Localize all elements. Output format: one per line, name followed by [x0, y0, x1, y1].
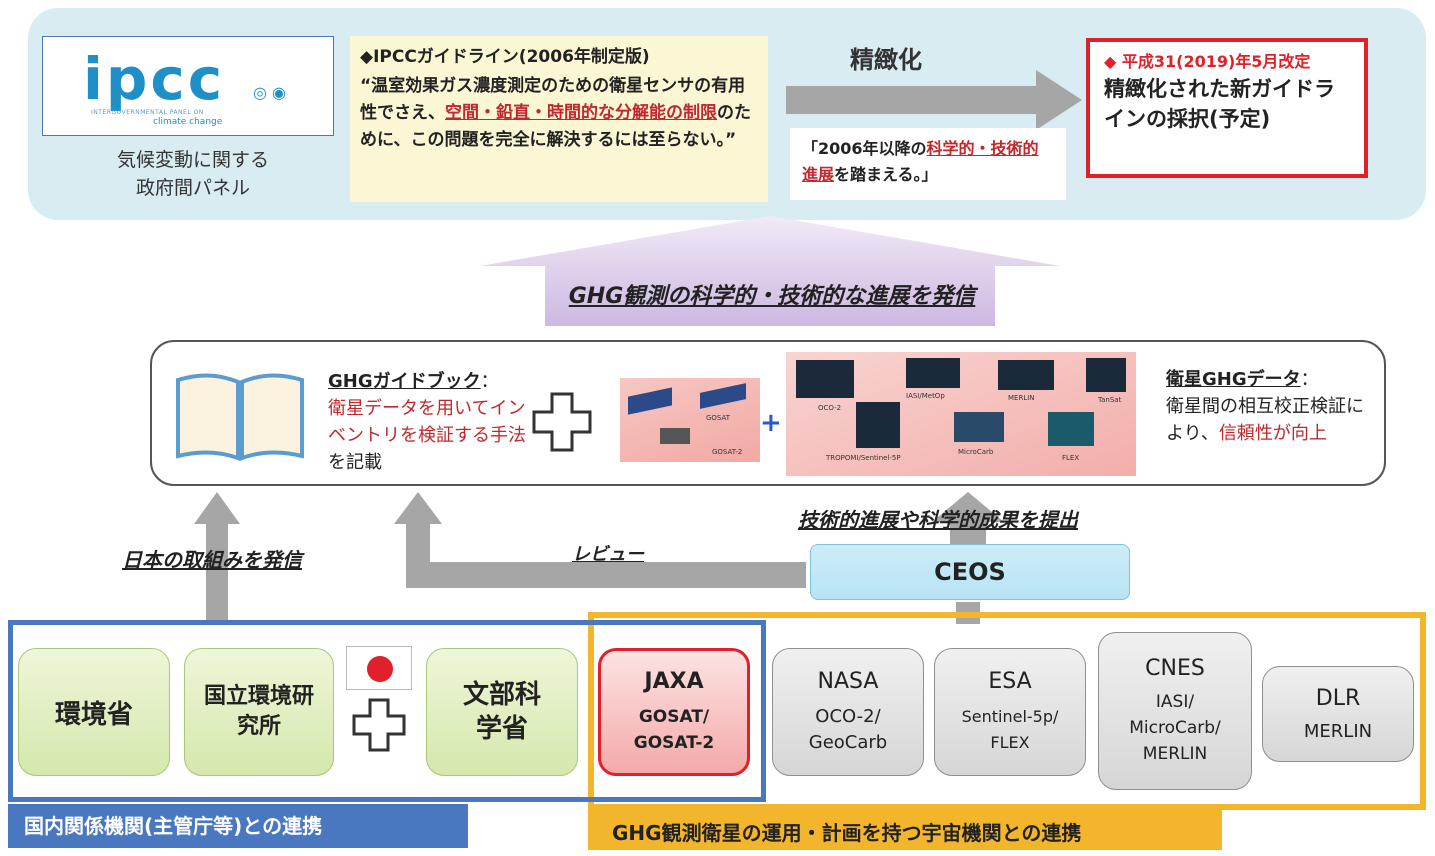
un-emblems-icon: ◎ ◉ [253, 83, 287, 102]
space-agency-group-label: GHG観測衛星の運用・計画を持つ宇宙機関との連携 [588, 810, 1222, 850]
esa-name: ESA [988, 668, 1032, 694]
guideline-body: “温室効果ガス濃度測定のための衛星センサの有用性でさえ、空間・鉛直・時間的な分解… [360, 73, 758, 154]
japan-label: 日本の取組みを発信 [122, 548, 302, 572]
sat-label: IASI/MetOp [906, 392, 945, 400]
satellite-thumb [954, 412, 1004, 442]
plus-icon [532, 392, 592, 452]
solar-panel-icon-2 [700, 383, 746, 409]
guideline-title: ◆IPCCガイドライン(2006年制定版) [360, 47, 650, 67]
nasa-box: NASA OCO-2/ GeoCarb [772, 648, 924, 776]
sat-label: OCO-2 [818, 404, 842, 412]
cnes-name: CNES [1145, 655, 1205, 681]
esa-box: ESA Sentinel-5p/ FLEX [934, 648, 1086, 776]
plus-icon [352, 698, 406, 752]
satellite-thumb [1086, 358, 1126, 392]
satellite-thumb [998, 360, 1054, 390]
gosat-label: GOSAT [706, 414, 731, 422]
japan-flag-icon [346, 646, 412, 690]
mext-box: 文部科学省 [426, 648, 578, 776]
ipcc-logo: ipcc ◎ ◉ INTERGOVERNMENTAL PANEL ON clim… [42, 36, 334, 136]
solar-panel-icon [628, 387, 672, 415]
science-prefix: 「2006年以降の [802, 139, 927, 158]
satdata-title: 衛星GHGデータ [1166, 369, 1301, 390]
satdata-text: 衛星間の相互校正検証により、 [1166, 396, 1364, 444]
guidebook-suffix: を記載 [328, 452, 382, 473]
satellite-thumb [906, 358, 960, 388]
jaxa-mission: GOSAT/ GOSAT-2 [633, 706, 715, 753]
satellite-data-description: 衛星GHGデータ： 衛星間の相互校正検証により、信頼性が向上 [1166, 366, 1376, 447]
science-highlight: 科学的・技術的進展 [802, 139, 1039, 184]
science-suffix: を踏まえる。」 [834, 165, 938, 184]
satellite-thumb [1048, 412, 1094, 446]
japan-up-arrow [194, 492, 240, 620]
guidebook-title: GHGガイドブック [328, 371, 481, 392]
guidebook-method: 衛星データを用いてインベントリを検証する手法 [328, 398, 526, 446]
satellite-thumb [856, 402, 900, 448]
guideline-highlight: 空間・鉛直・時間的な分解能の制限 [445, 103, 717, 123]
jaxa-name: JAXA [644, 668, 704, 694]
scientific-progress-note: 「2006年以降の科学的・技術的進展を踏まえる。」 [790, 128, 1066, 200]
sat-label: FLEX [1062, 454, 1080, 462]
satdata-reliability: 信頼性が向上 [1218, 423, 1327, 444]
connector-arrows [194, 492, 1004, 624]
ipcc-caption: 気候変動に関する 政府間パネル [58, 146, 328, 202]
space-agency-group-frame [588, 612, 1426, 810]
review-arrow [394, 492, 806, 588]
ipcc-logo-text: ipcc [83, 45, 226, 113]
refinement-arrow [786, 70, 1082, 130]
dlr-mission: MERLIN [1303, 721, 1373, 742]
guidebook-colon: ： [480, 371, 499, 392]
domestic-group-label: 国内関係機関(主管庁等)との連携 [8, 804, 468, 848]
cnes-mission: IASI/ MicroCarb/ MERLIN [1129, 691, 1221, 764]
satdata-colon: ： [1300, 369, 1319, 390]
guideline-text-1: “温室効果ガス濃度測定のための衛星センサの有用性でさえ、 [360, 76, 746, 123]
revised-body: 精緻化された新ガイドラインの採択(予定) [1104, 77, 1335, 131]
ceos-submit-label: 技術的進展や科学的成果を提出 [798, 508, 1078, 532]
ipcc-caption-line-1: 気候変動に関する [116, 149, 269, 171]
guideline-text-2: のために、この問題を完全に解決するには至らない。” [360, 103, 751, 150]
ceos-box: CEOS [810, 544, 1130, 600]
gosat2-label: GOSAT-2 [712, 448, 743, 456]
moe-box: 環境省 [18, 648, 170, 776]
guidebook-panel [150, 340, 1386, 486]
satellite-thumb [796, 360, 854, 398]
dlr-name: DLR [1315, 686, 1361, 711]
guideline-2006-box: ◆IPCCガイドライン(2006年制定版) “温室効果ガス濃度測定のための衛星セ… [350, 36, 768, 202]
guidebook-description: GHGガイドブック： 衛星データを用いてインベントリを検証する手法を記載 [328, 368, 528, 476]
esa-mission: Sentinel-5p/ FLEX [961, 706, 1059, 752]
sat-label: TanSat [1098, 396, 1122, 404]
big-arrow-label: GHG観測の科学的・技術的な進展を発信 [568, 284, 976, 309]
international-satellites-image: OCO-2 IASI/MetOp MERLIN TanSat TROPOMI/S… [786, 352, 1136, 476]
review-label: レビュー [572, 544, 644, 565]
ceos-up-arrow [932, 492, 1004, 544]
nies-box: 国立環境研究所 [184, 648, 334, 776]
sat-label: MERLIN [1008, 394, 1035, 402]
gosat-image: GOSAT GOSAT-2 [620, 378, 760, 462]
dlr-box: DLR MERLIN [1262, 666, 1414, 762]
ipcc-caption-line-2: 政府間パネル [135, 177, 250, 199]
refinement-label: 精緻化 [850, 46, 922, 74]
revised-guideline-box: ◆ 平成31(2019)年5月改定 精緻化された新ガイドラインの採択(予定) [1086, 38, 1368, 178]
blue-plus-icon: + [760, 408, 782, 438]
sat-label: MicroCarb [958, 448, 994, 456]
nasa-mission: OCO-2/ GeoCarb [808, 705, 888, 753]
sat-label: TROPOMI/Sentinel-5P [826, 454, 901, 462]
open-book-icon [176, 373, 304, 461]
satellite-body-icon [660, 428, 690, 444]
ipcc-logo-subtitle-2: climate change [153, 117, 223, 127]
jaxa-box: JAXA GOSAT/ GOSAT-2 [598, 648, 750, 776]
cnes-box: CNES IASI/ MicroCarb/ MERLIN [1098, 632, 1252, 790]
domestic-group-frame [8, 620, 766, 802]
revised-title: ◆ 平成31(2019)年5月改定 [1104, 52, 1311, 71]
ipcc-logo-subtitle: INTERGOVERNMENTAL PANEL ON [91, 109, 204, 116]
big-up-arrow [480, 216, 1060, 326]
nasa-name: NASA [817, 668, 879, 694]
